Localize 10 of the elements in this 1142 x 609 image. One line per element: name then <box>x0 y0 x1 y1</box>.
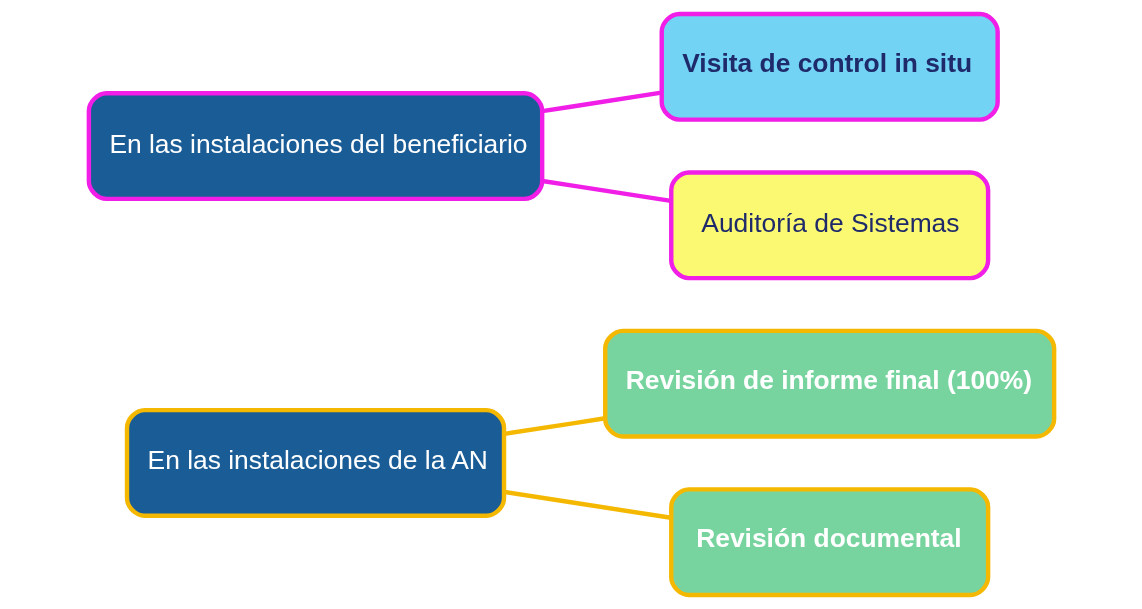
node-box: Revisión documental <box>668 487 990 598</box>
connector <box>503 489 671 520</box>
connector <box>503 416 606 437</box>
connector <box>541 90 662 114</box>
connector <box>541 178 671 204</box>
node-box: En las instalaciones del beneficiario <box>86 91 544 202</box>
node-box: En las instalaciones de la AN <box>124 407 506 518</box>
node-box: Visita de control in situ <box>659 11 1000 122</box>
node-box: Auditoría de Sistemas <box>668 170 990 281</box>
node-box: Revisión de informe final (100%) <box>602 328 1056 439</box>
